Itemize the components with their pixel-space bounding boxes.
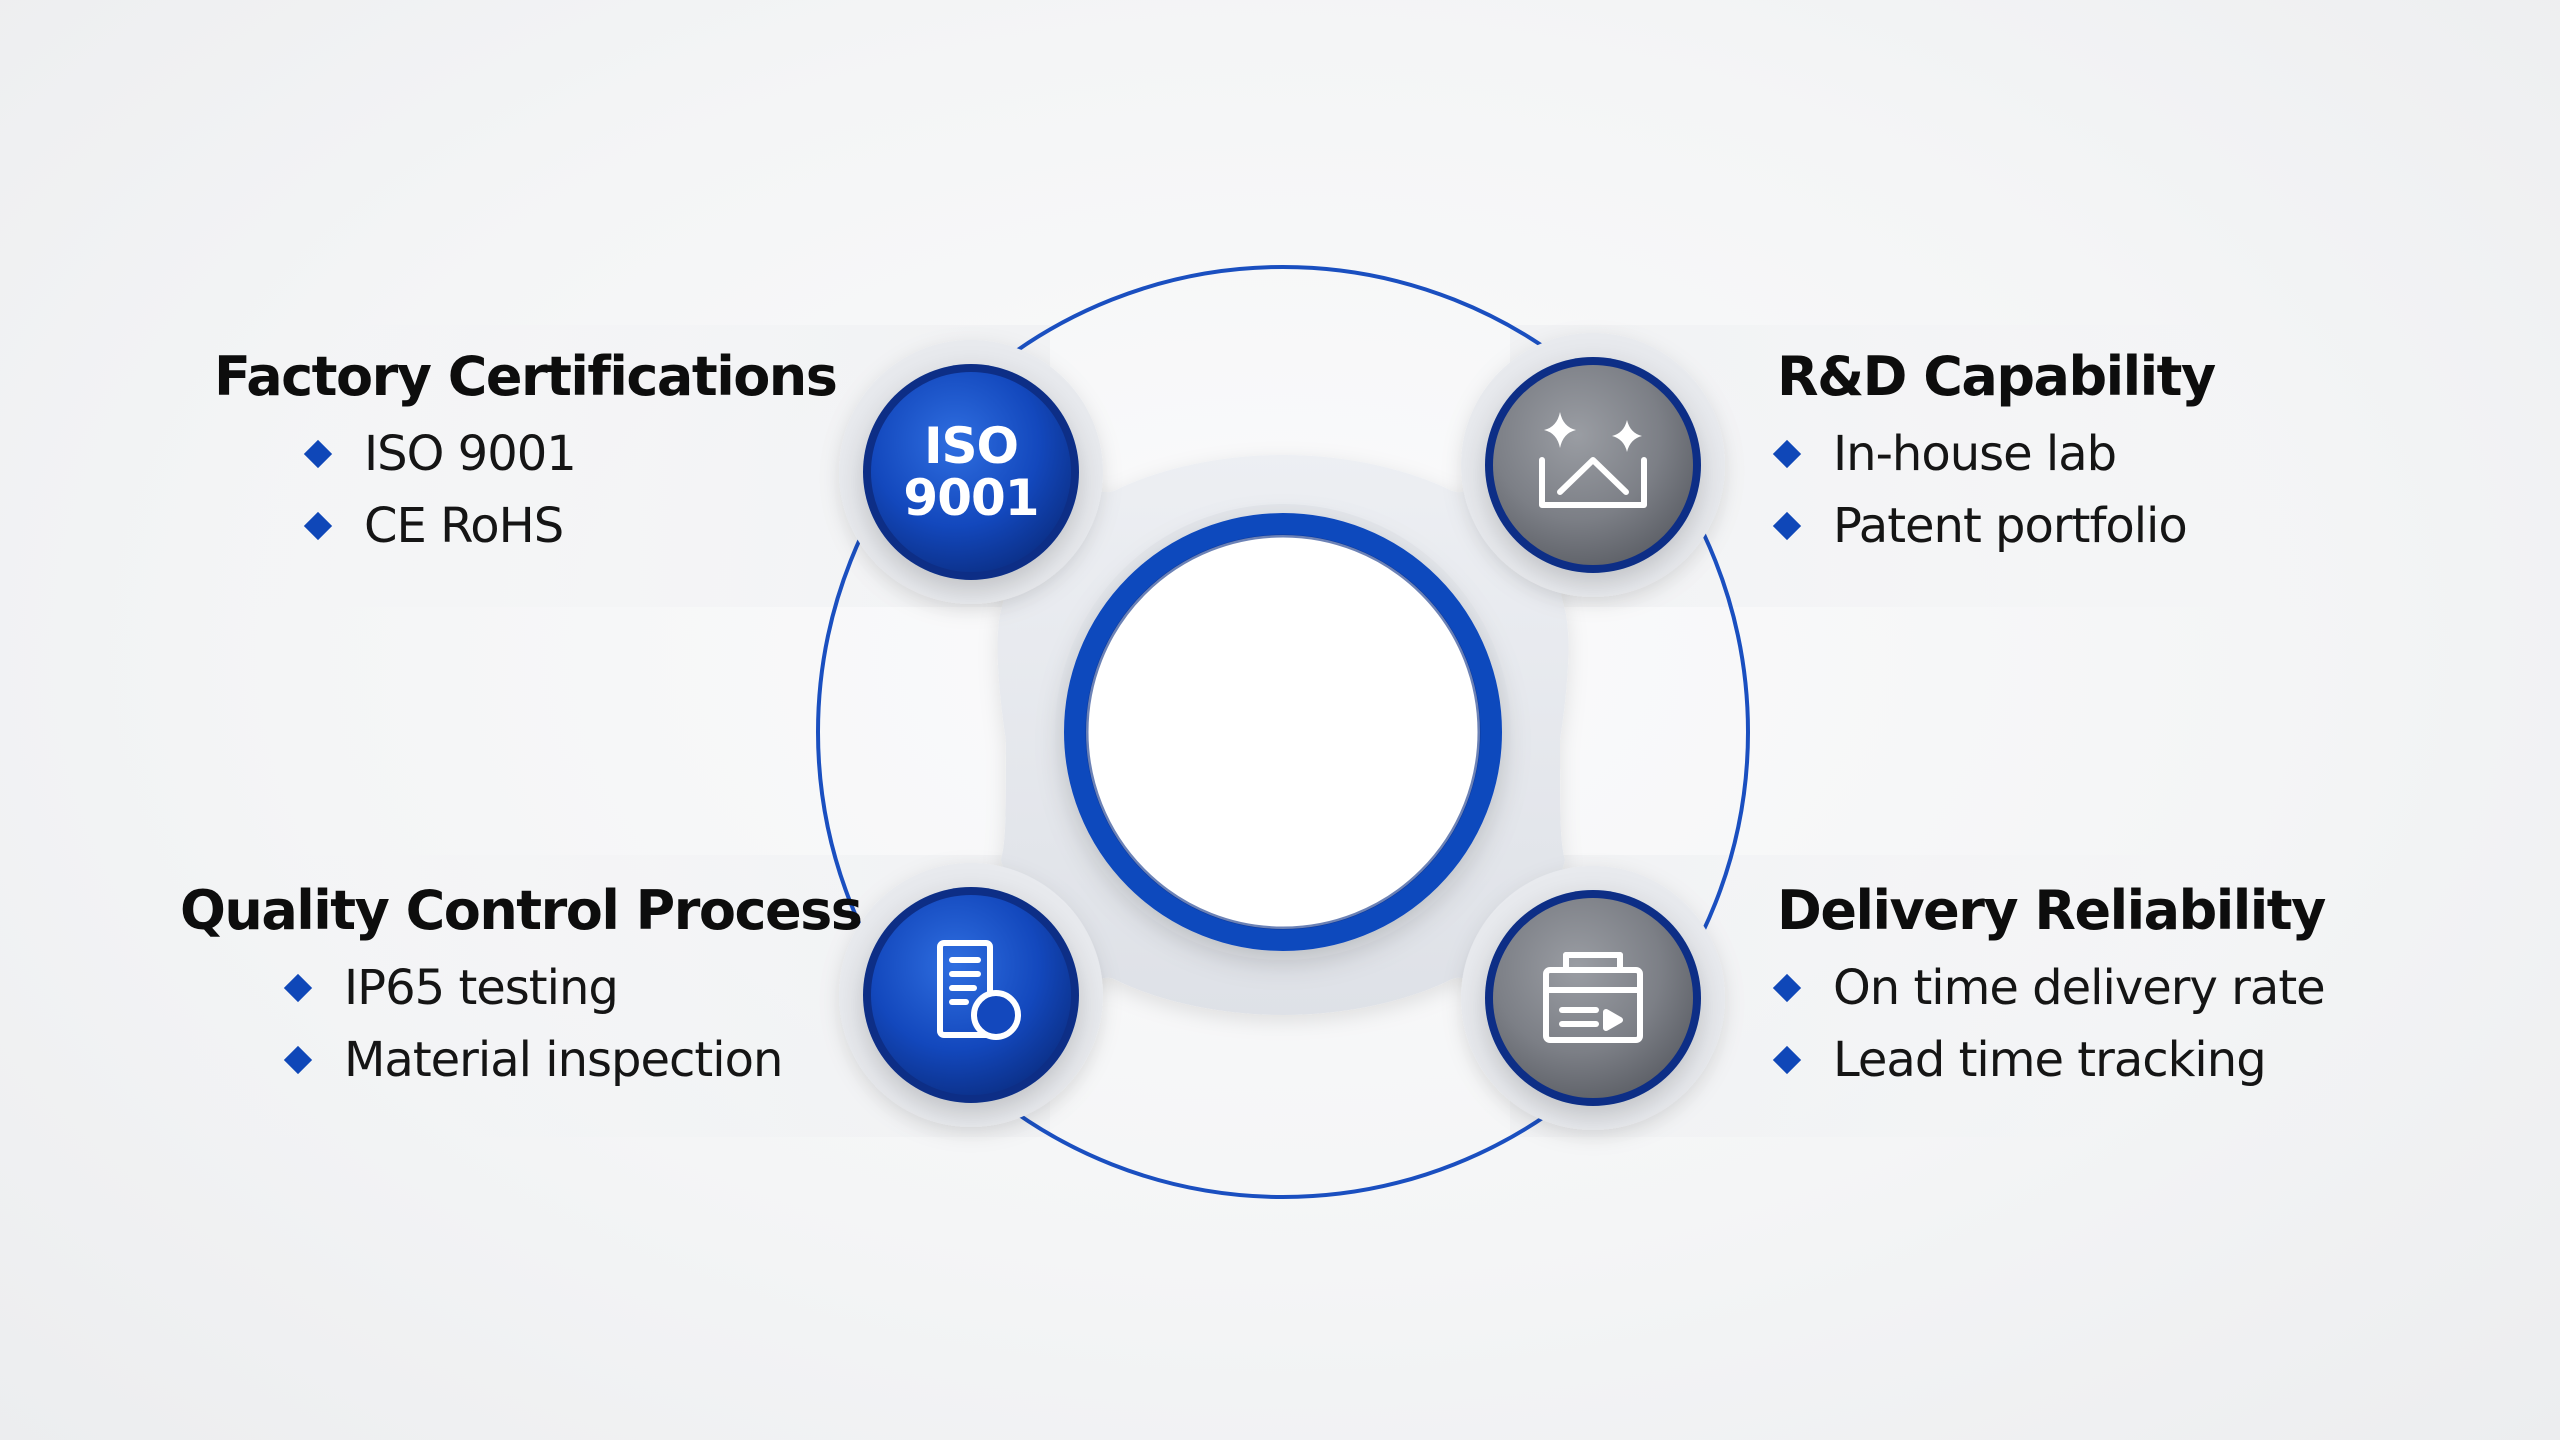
center-ring-inner-edge <box>1085 534 1481 930</box>
card-list: ISO 9001 CE RoHS <box>303 418 836 562</box>
inspection-document-icon <box>937 940 1021 1040</box>
center-ring <box>1064 513 1502 951</box>
node-quality <box>863 887 1079 1103</box>
sparkle-chart-icon <box>1539 457 1647 508</box>
list-item-text: Lead time tracking <box>1833 1032 2267 1088</box>
list-item-text: Patent portfolio <box>1833 498 2188 554</box>
node-factory <box>863 364 1079 580</box>
diamond-bullet-icon <box>1772 1045 1802 1075</box>
list-item: IP65 testing <box>283 952 861 1024</box>
card-quality-control-process: Quality Control Process IP65 testing Mat… <box>180 879 863 1096</box>
card-title: Factory Certifications <box>214 345 838 408</box>
list-item-text: ISO 9001 <box>364 426 577 482</box>
list-item-text: On time delivery rate <box>1833 960 2326 1016</box>
list-item: In-house lab <box>1772 418 2215 490</box>
list-item: Patent portfolio <box>1772 490 2215 562</box>
diamond-bullet-icon <box>303 439 333 469</box>
list-item: ISO 9001 <box>303 418 836 490</box>
diamond-bullet-icon <box>283 973 313 1003</box>
diamond-bullet-icon <box>1772 973 1802 1003</box>
card-list: On time delivery rate Lead time tracking <box>1772 952 2326 1096</box>
list-item: Material inspection <box>283 1024 861 1096</box>
iso-9001-badge-icon: ISO 9001 <box>881 402 1061 542</box>
card-title: Delivery Reliability <box>1777 879 2326 942</box>
iso-badge-bottom-text: 9001 <box>903 469 1039 527</box>
card-delivery-reliability: Delivery Reliability On time delivery ra… <box>1772 879 2326 1096</box>
diamond-bullet-icon <box>1772 511 1802 541</box>
list-item-text: In-house lab <box>1833 426 2117 482</box>
iso-badge-top-text: ISO <box>923 416 1019 475</box>
diamond-bullet-icon <box>303 511 333 541</box>
diamond-bullet-icon <box>1772 439 1802 469</box>
card-factory-certifications: Factory Certifications ISO 9001 CE RoHS <box>214 345 838 562</box>
card-list: In-house lab Patent portfolio <box>1772 418 2215 562</box>
diamond-bullet-icon <box>283 1045 313 1075</box>
list-item: CE RoHS <box>303 490 836 562</box>
list-item-text: Material inspection <box>344 1032 783 1088</box>
list-item-text: CE RoHS <box>364 498 564 554</box>
outer-ring <box>816 265 1750 1199</box>
list-item: Lead time tracking <box>1772 1024 2325 1096</box>
card-rnd-capability: R&D Capability In-house lab Patent portf… <box>1772 345 2216 562</box>
node-rnd <box>1485 357 1701 573</box>
card-title: R&D Capability <box>1777 345 2216 408</box>
sparkle-icon <box>1544 412 1642 452</box>
card-list: IP65 testing Material inspection <box>283 952 861 1096</box>
delivery-schedule-icon <box>1543 952 1643 1043</box>
list-item-text: IP65 testing <box>344 960 619 1016</box>
card-title: Quality Control Process <box>180 879 863 942</box>
node-delivery <box>1485 890 1701 1106</box>
list-item: On time delivery rate <box>1772 952 2326 1024</box>
